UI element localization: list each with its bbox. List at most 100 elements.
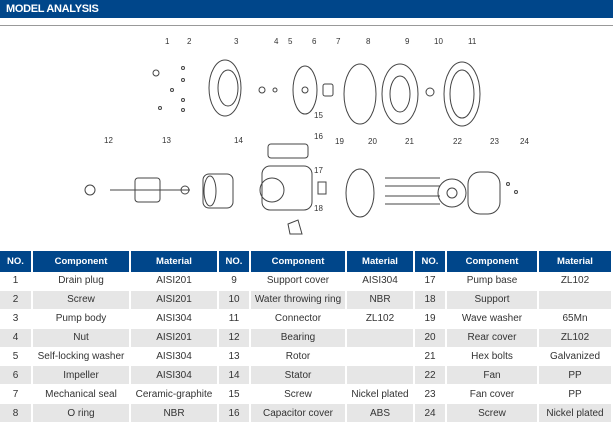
material: Ceramic-graphite xyxy=(130,384,219,405)
material xyxy=(346,347,415,367)
callout-22: 22 xyxy=(453,137,462,146)
component-name: Hex bolts xyxy=(446,347,539,367)
column-header: NO. xyxy=(0,251,33,272)
part-number: 24 xyxy=(414,403,447,423)
material: NBR xyxy=(130,403,219,423)
component-name: Self-locking washer xyxy=(32,347,131,367)
component-name: Fan cover xyxy=(446,384,539,405)
component-name: Wave washer xyxy=(446,309,539,329)
callout-11: 11 xyxy=(468,37,477,46)
component-name: Screw xyxy=(32,290,131,310)
component-name: Pump body xyxy=(32,309,131,329)
material: 65Mn xyxy=(538,309,613,329)
material: AISI201 xyxy=(130,328,219,348)
component-name: O ring xyxy=(32,403,131,423)
component-name: Capacitor cover xyxy=(250,403,347,423)
callout-19: 19 xyxy=(335,137,344,146)
callout-4: 4 xyxy=(274,37,279,46)
callout-8: 8 xyxy=(366,37,371,46)
material: Galvanized xyxy=(538,347,613,367)
part-number: 12 xyxy=(218,328,251,348)
column-header: Material xyxy=(346,251,415,272)
part-number: 1 xyxy=(0,272,33,291)
part-number: 20 xyxy=(414,328,447,348)
column-header: Component xyxy=(32,251,131,272)
callout-1: 1 xyxy=(165,37,170,46)
callout-21: 21 xyxy=(405,137,414,146)
part-number: 7 xyxy=(0,384,33,405)
column-header: Component xyxy=(250,251,347,272)
material: Nickel plated xyxy=(538,403,613,423)
material xyxy=(346,365,415,386)
component-name: Mechanical seal xyxy=(32,384,131,405)
column-header: Component xyxy=(446,251,539,272)
part-number: 16 xyxy=(218,403,251,423)
column-header: Material xyxy=(130,251,219,272)
callout-5: 5 xyxy=(288,37,293,46)
part-number: 21 xyxy=(414,347,447,367)
callout-16: 16 xyxy=(314,132,323,141)
callout-24: 24 xyxy=(520,137,529,146)
callout-12: 12 xyxy=(104,136,113,145)
callout-23: 23 xyxy=(490,137,499,146)
material: ZL102 xyxy=(538,272,613,291)
callout-9: 9 xyxy=(405,37,410,46)
part-number: 19 xyxy=(414,309,447,329)
component-name: Support xyxy=(446,290,539,310)
callout-18: 18 xyxy=(314,204,323,213)
component-name: Support cover xyxy=(250,272,347,291)
part-number: 17 xyxy=(414,272,447,291)
part-number: 22 xyxy=(414,365,447,386)
material: ZL102 xyxy=(538,328,613,348)
column-header: NO. xyxy=(218,251,251,272)
part-number: 4 xyxy=(0,328,33,348)
callout-20: 20 xyxy=(368,137,377,146)
part-number: 11 xyxy=(218,309,251,329)
part-number: 10 xyxy=(218,290,251,310)
exploded-pump-diagram: 1 2 3 4 5 6 7 8 9 10 11 12 13 14 15 16 1… xyxy=(84,37,529,235)
component-name: Water throwing ring xyxy=(250,290,347,310)
component-name: Drain plug xyxy=(32,272,131,291)
material: PP xyxy=(538,365,613,386)
material xyxy=(346,328,415,348)
component-name: Connector xyxy=(250,309,347,329)
callout-13: 13 xyxy=(162,136,171,145)
part-number: 5 xyxy=(0,347,33,367)
part-number: 6 xyxy=(0,365,33,386)
part-number: 13 xyxy=(218,347,251,367)
material: NBR xyxy=(346,290,415,310)
material xyxy=(538,290,613,310)
material: AISI304 xyxy=(130,365,219,386)
callout-10: 10 xyxy=(434,37,443,46)
column-header: Material xyxy=(538,251,613,272)
callout-3: 3 xyxy=(234,37,239,46)
part-number: 2 xyxy=(0,290,33,310)
component-name: Impeller xyxy=(32,365,131,386)
component-name: Stator xyxy=(250,365,347,386)
component-name: Bearing xyxy=(250,328,347,348)
callout-6: 6 xyxy=(312,37,317,46)
callout-17: 17 xyxy=(314,166,323,175)
component-name: Rear cover xyxy=(446,328,539,348)
part-number: 8 xyxy=(0,403,33,423)
material: ZL102 xyxy=(346,309,415,329)
callout-7: 7 xyxy=(336,37,341,46)
material: AISI304 xyxy=(130,309,219,329)
part-number: 15 xyxy=(218,384,251,405)
component-name: Screw xyxy=(446,403,539,423)
material: AISI201 xyxy=(130,272,219,291)
part-number: 9 xyxy=(218,272,251,291)
material: ABS xyxy=(346,403,415,423)
callout-14: 14 xyxy=(234,136,243,145)
divider xyxy=(0,25,613,26)
part-number: 14 xyxy=(218,365,251,386)
